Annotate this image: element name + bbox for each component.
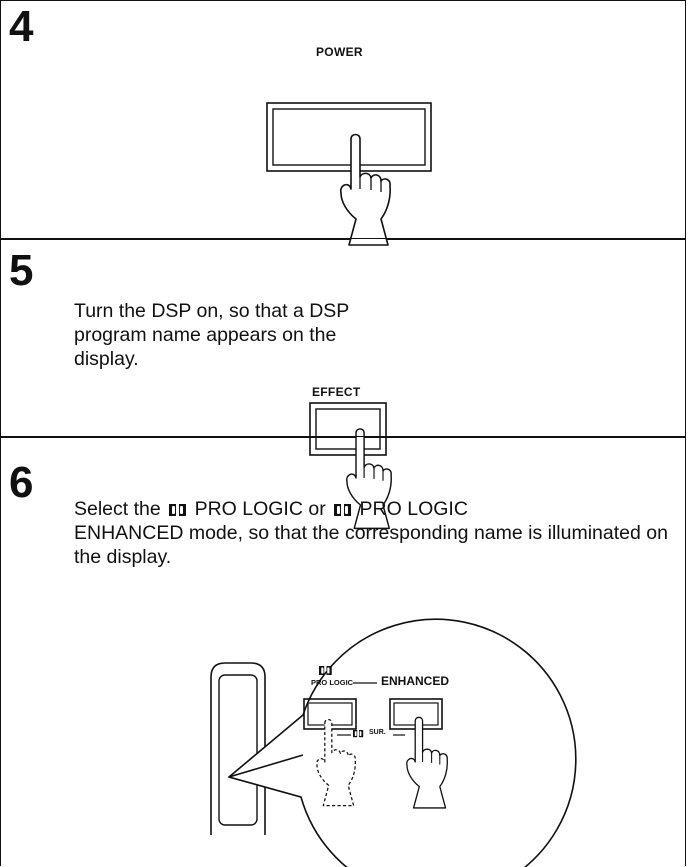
step-6-section: 6 Select the PRO LOGIC or PRO LOGIC ENHA… (0, 436, 686, 867)
hand-pointer-icon (316, 718, 356, 807)
remote-control-icon (210, 662, 266, 835)
step-4-section: 4 POWER (0, 0, 686, 246)
step-5-section: 5 Turn the DSP on, so that a DSP program… (0, 238, 686, 530)
hand-pointer-icon (406, 716, 448, 809)
hand-pointer-icon (346, 428, 392, 530)
step-number: 5 (9, 246, 34, 295)
instruction-part: PRO LOGIC or (194, 498, 326, 520)
sur-label: SUR. (369, 729, 386, 736)
step-5-instruction: Turn the DSP on, so that a DSP program n… (74, 300, 349, 370)
effect-button[interactable] (309, 402, 387, 456)
remote-illustration (210, 618, 577, 867)
step-6-instruction: Select the PRO LOGIC or PRO LOGIC ENHANC… (74, 497, 674, 569)
hand-pointer-icon (339, 133, 391, 246)
pro-logic-label: PRO LOGIC (311, 678, 354, 687)
dolby-icon (353, 730, 364, 738)
power-button-illustration (266, 102, 432, 246)
dolby-icon (169, 504, 187, 516)
dolby-icon (319, 666, 332, 675)
instruction-part: PRO LOGIC (359, 498, 468, 520)
power-button[interactable] (266, 102, 432, 172)
enhanced-label: ENHANCED (381, 674, 450, 688)
power-label: POWER (316, 45, 363, 59)
effect-button-illustration (309, 402, 392, 530)
step-number: 6 (9, 458, 34, 507)
instruction-part: Select the (74, 498, 161, 520)
effect-label: EFFECT (312, 385, 361, 399)
step-number: 4 (9, 2, 34, 51)
dolby-icon (334, 504, 352, 516)
instruction-part: ENHANCED mode, so that the corresponding… (74, 522, 668, 568)
zoom-callout (228, 618, 577, 867)
